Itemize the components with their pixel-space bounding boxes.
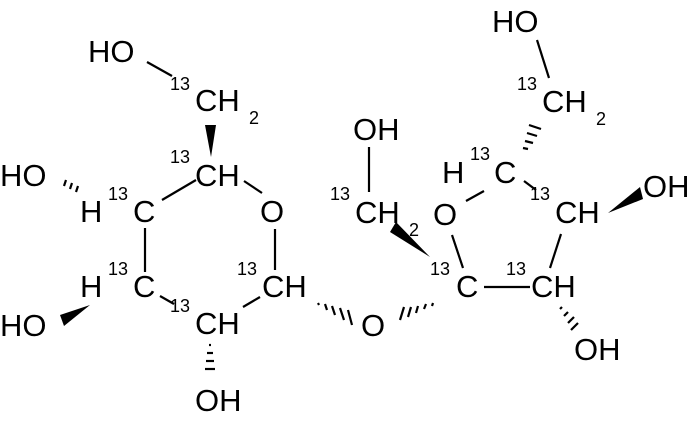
glucose-c4-h: H [80,194,102,229]
fructose-ring-o: O [433,197,457,232]
fructose-c4: CH [555,195,600,230]
wedge-c1-c2 [390,222,430,257]
fructose-o3h: OH [574,332,621,367]
fructose-c4-iso: 13 [530,184,550,204]
bond-c5-ring-o [243,180,263,194]
fructose-c2: C [456,269,478,304]
glucose-o4h: HO [0,158,47,193]
fructose-c6-iso: 13 [517,74,537,94]
bond-c3-c2 [159,295,175,305]
wedge-c3-o3 [60,305,90,326]
bond-c2-c1 [242,296,261,308]
wedge-c6-c5 [205,125,216,157]
fructose-c5-h: H [442,155,464,190]
glucose-o2h: OH [195,383,242,418]
wedge-c4-o4 [608,187,643,213]
fructose-o4h: OH [643,169,690,204]
bond-o6-c6 [535,39,551,79]
fructose-c2-iso: 13 [430,259,450,279]
glucose-c2: CH [195,306,240,341]
glucose-c1: CH [262,269,307,304]
bond-c4-c3 [548,233,563,269]
hash-c1-glycosidic-o [317,302,354,326]
glucose-c4: C [133,194,155,229]
glucose-c4-iso: 13 [108,184,128,204]
glucose-c3-iso: 13 [108,259,128,279]
fructose-c1-sub: 2 [409,220,419,240]
fructose-c5-iso: 13 [470,144,490,164]
hash-c3-o3 [559,306,579,331]
fructose-c6-sub: 2 [596,109,606,129]
bond-c5-c4 [161,179,197,201]
bond-ring-o-c5 [465,190,485,202]
fructose-o1h: OH [353,112,400,147]
fructose-c6: CH [542,84,587,119]
glucose-c1-iso: 13 [237,259,257,279]
fructose-c1: CH [355,195,400,230]
fructose-o6h: HO [492,4,539,39]
hash-c4-o4 [62,179,80,193]
bond-o6-c6 [146,61,173,77]
glucose-o3h: HO [0,308,47,343]
glucose-c5-iso: 13 [170,147,190,167]
glucose-c2-iso: 13 [170,296,190,316]
glucose-c6-iso: 13 [170,74,190,94]
fructose-c5: C [494,155,516,190]
glucose-c3: C [133,269,155,304]
glucose-c5: CH [195,158,240,193]
fructose-c1-iso: 13 [330,184,350,204]
glucose-o6h: HO [88,34,135,69]
glucose-c6-sub: 2 [249,108,259,128]
glycosidic-o: O [361,308,385,343]
glucose-c3-h: H [80,269,102,304]
bond-c5-c4 [523,180,537,191]
hash-c2-o2 [205,343,215,371]
glucose-c6: CH [195,83,240,118]
fructose-c3: CH [531,269,576,304]
fructose-c3-iso: 13 [506,259,526,279]
bond-ring-o-c2 [450,234,465,269]
hash-c6-c5 [522,123,542,151]
hash-glycosidic-o-c2 [398,302,435,321]
glucose-ring-o: O [260,194,284,229]
